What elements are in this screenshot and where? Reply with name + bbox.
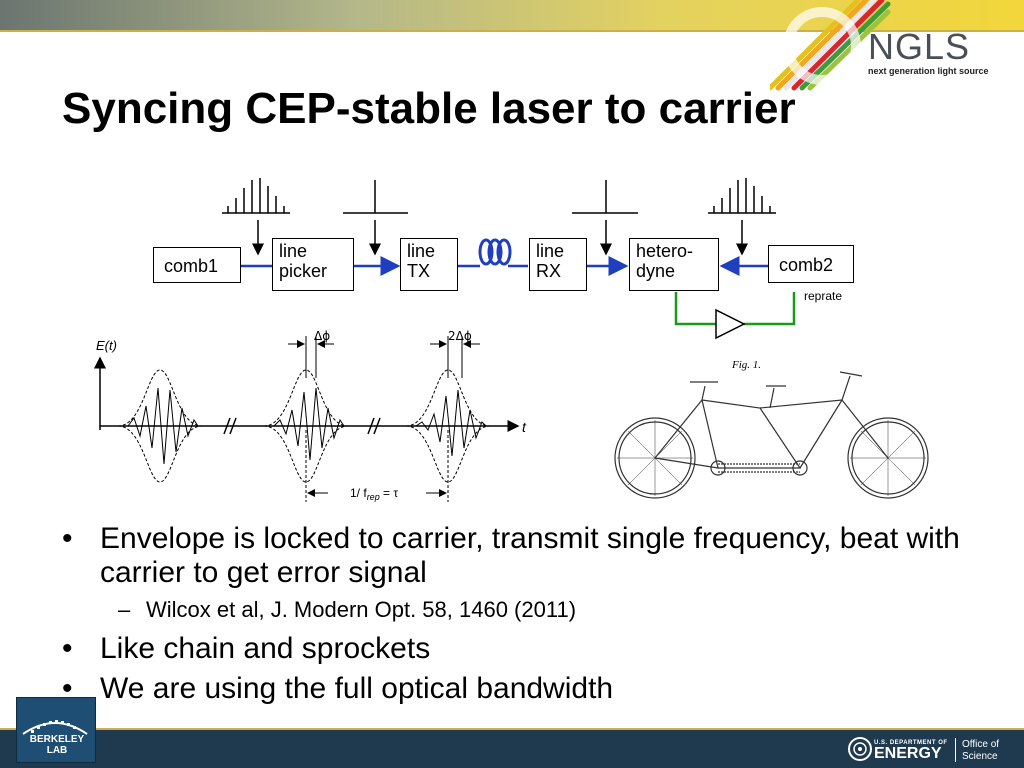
slide-title: Syncing CEP-stable laser to carrier	[62, 84, 796, 133]
office-line-1: Office of	[962, 739, 1000, 750]
double-phase-shift-label: 2Δϕ	[448, 330, 472, 343]
e-of-t-axis-label: E(t)	[96, 338, 117, 353]
pulse-train-figure: E(t) t Δϕ 2Δϕ 1/ frep = τ	[94, 330, 527, 502]
ngls-logo-subtitle: next generation light source	[868, 66, 989, 76]
feedback-loop	[674, 292, 796, 326]
line-rx-label-1: line	[536, 241, 565, 261]
heterodyne-label-1: hetero-	[636, 241, 694, 261]
office-line-2: Science	[962, 751, 998, 762]
berkeley-lab-building-icon	[22, 720, 88, 735]
figure-label: Fig. 1.	[731, 360, 761, 371]
line-rx-box: line RX	[529, 238, 587, 291]
comb-spectrum-left-icon	[222, 178, 290, 214]
line-tx-label-1: line	[407, 241, 436, 261]
doe-divider	[955, 738, 956, 762]
berkeley-lab-text: BERKELEY LAB	[29, 734, 85, 756]
doe-department-text: U.S. DEPARTMENT OF	[874, 740, 948, 746]
time-axis-label: t	[522, 419, 527, 435]
office-of-science-text: Office of Science	[962, 739, 1018, 763]
tandem-bicycle-drawing: Fig. 1.	[614, 360, 929, 499]
ngls-logo-text: NGLS	[868, 26, 971, 67]
top-header-rule	[0, 30, 1024, 32]
bullet-full-bandwidth: We are using the full optical bandwidth	[62, 672, 962, 706]
phase-shift-label: Δϕ	[314, 330, 330, 343]
line-picker-label-2: picker	[279, 261, 328, 281]
line-tx-label-2: TX	[407, 261, 431, 281]
reprate-label: reprate	[804, 289, 843, 303]
bullet-chain-sprockets: Like chain and sprockets	[62, 632, 962, 666]
berkeley-lab-logo: BERKELEY LAB	[16, 697, 96, 763]
doe-seal-icon	[848, 737, 872, 761]
line-rx-label-2: RX	[536, 261, 562, 281]
doe-energy-text: ENERGY	[874, 745, 942, 762]
comb-spectrum-right-icon	[708, 178, 776, 214]
single-line-spectrum-icon	[343, 180, 638, 214]
bullet-envelope-locked: Envelope is locked to carrier, transmit …	[62, 522, 962, 590]
line-tx-box: line TX	[400, 238, 458, 291]
line-picker-label-1: line	[279, 241, 308, 261]
ngls-logo-icon	[770, 0, 891, 91]
sync-block-diagram	[222, 178, 796, 340]
heterodyne-box: hetero- dyne	[629, 238, 719, 291]
period-label: 1/ frep = τ	[350, 486, 398, 502]
amplifier-icon	[715, 308, 746, 340]
comb1-label: comb1	[164, 256, 219, 276]
line-picker-box: line picker	[272, 238, 354, 291]
comb2-label: comb2	[779, 255, 834, 275]
comb1-box: comb1	[153, 247, 241, 283]
reference-citation: Wilcox et al, J. Modern Opt. 58, 1460 (2…	[62, 596, 962, 624]
comb2-box: comb2	[768, 245, 854, 283]
heterodyne-label-2: dyne	[636, 261, 676, 281]
fiber-coil-icon	[478, 238, 512, 266]
bullet-list: Envelope is locked to carrier, transmit …	[62, 522, 962, 712]
footer-rule	[0, 728, 1024, 731]
